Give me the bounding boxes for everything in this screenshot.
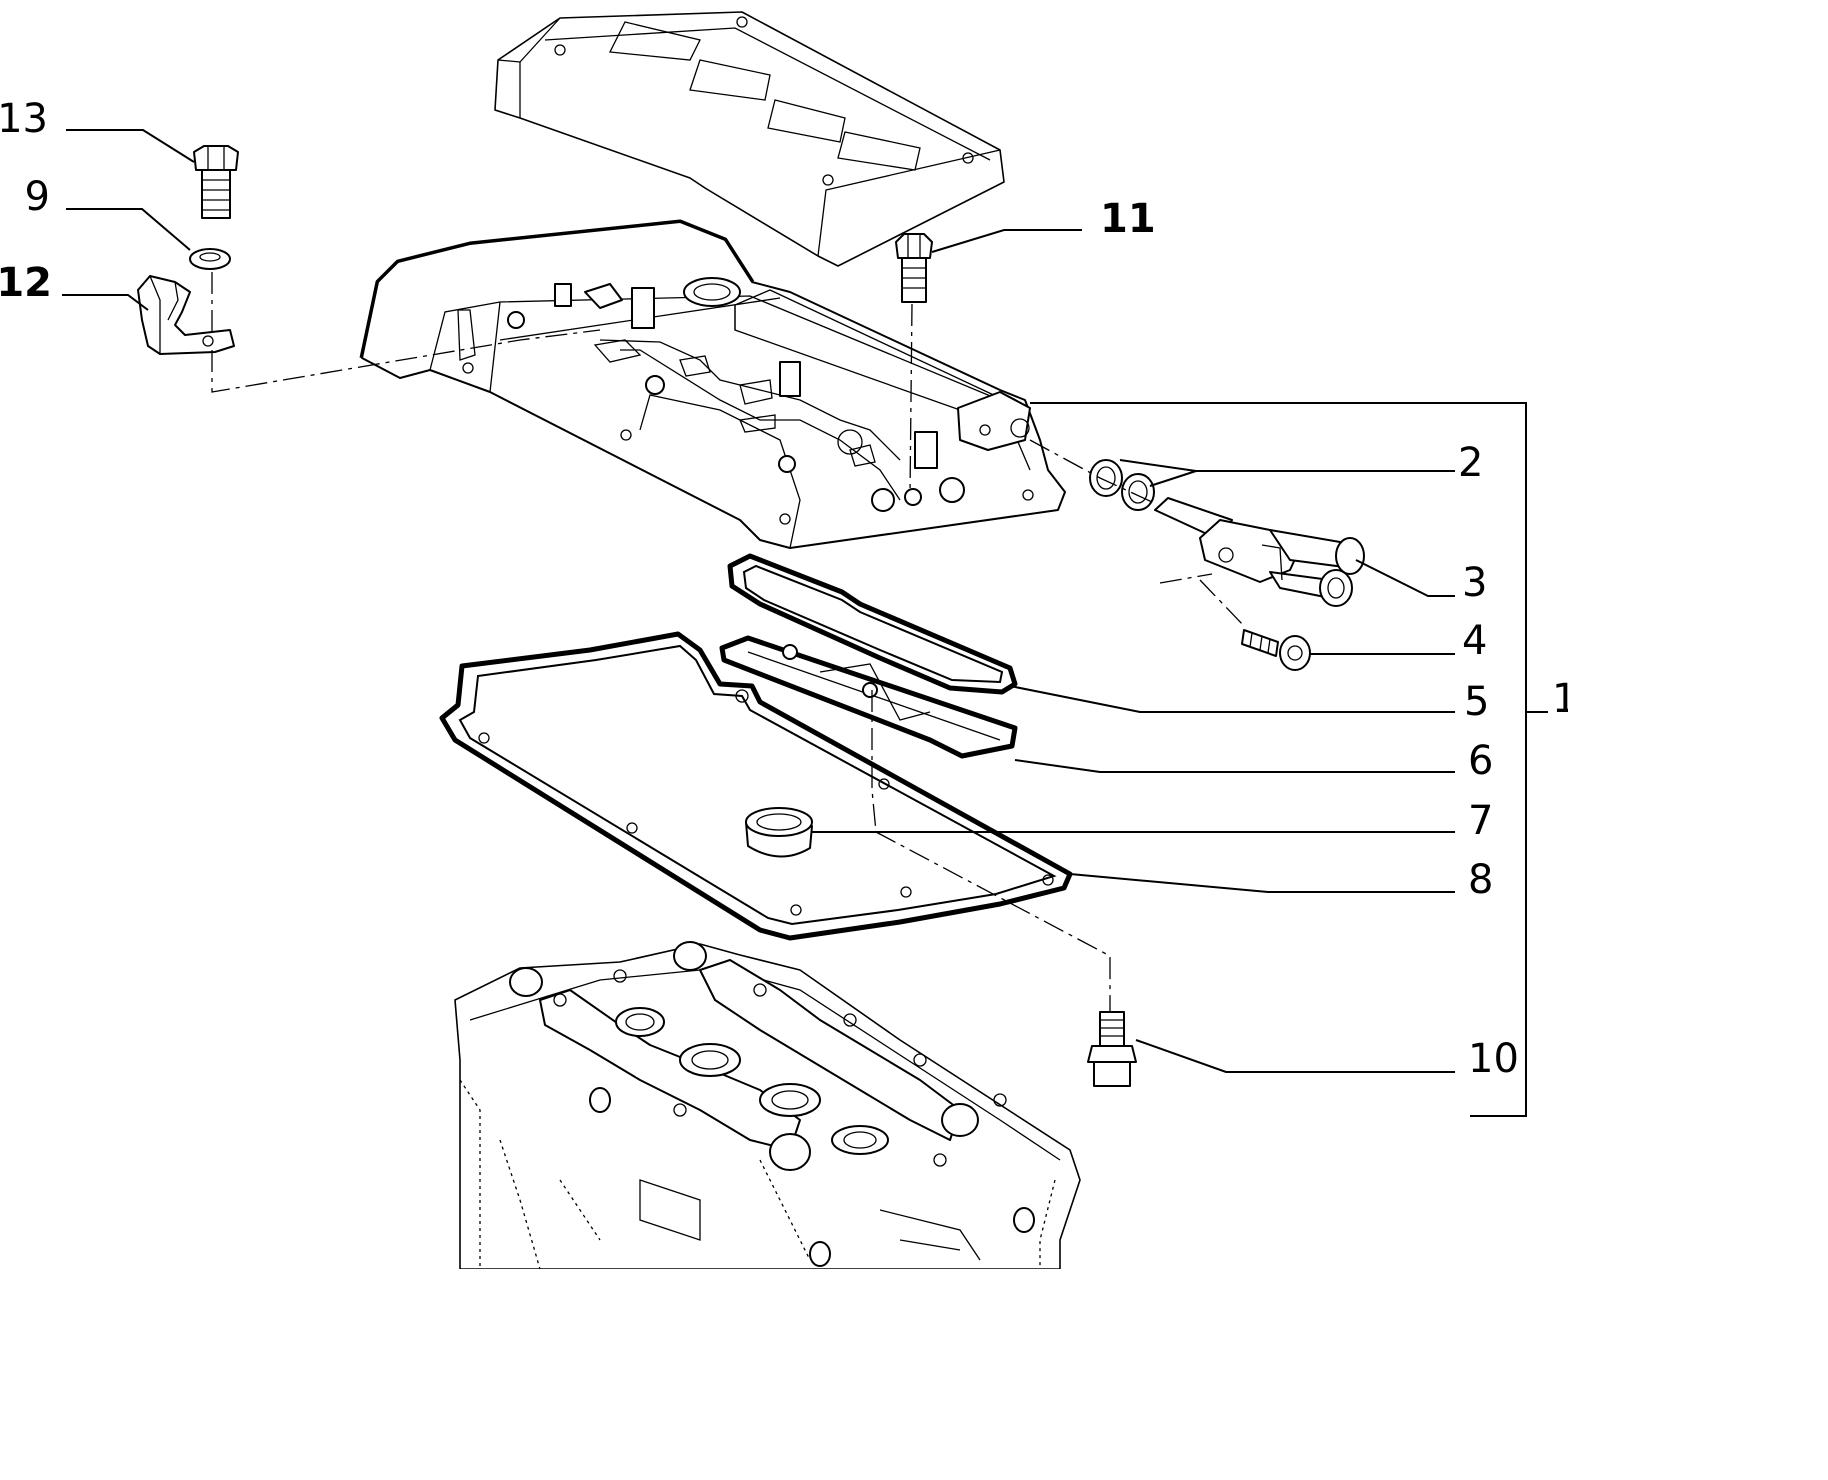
bolt-13 <box>193 145 239 219</box>
callout-6: 6 <box>1468 738 1493 784</box>
screw-11 <box>895 233 933 303</box>
callout-11: 11 <box>1100 196 1156 242</box>
screw-4 <box>1241 629 1311 671</box>
bracket-12 <box>137 275 235 355</box>
callout-labels: 13 9 12 11 2 3 4 5 1 6 7 8 10 <box>0 96 1568 1082</box>
callout-7: 7 <box>1468 798 1493 844</box>
baffle-plate-6 <box>719 635 1018 759</box>
callout-5: 5 <box>1464 679 1489 725</box>
exploded-parts-diagram: 13 9 12 11 2 3 4 5 1 6 7 8 10 <box>0 11 1568 1269</box>
breather-fitting-3 <box>1154 497 1365 607</box>
cylinder-head-cover <box>359 219 1066 549</box>
callout-12: 12 <box>0 260 52 306</box>
callout-4: 4 <box>1462 618 1487 664</box>
gasket-8 <box>439 631 1073 941</box>
callout-9: 9 <box>25 174 50 220</box>
callout-13: 13 <box>0 96 48 142</box>
leader-lines <box>62 129 1455 1073</box>
engine-top-cover <box>494 11 1005 267</box>
callout-10: 10 <box>1468 1036 1519 1082</box>
callout-8: 8 <box>1468 857 1493 903</box>
assembly-bracket-1 <box>1030 402 1548 1117</box>
callout-1: 1 <box>1552 676 1568 722</box>
callout-2: 2 <box>1458 440 1483 486</box>
callout-3: 3 <box>1462 560 1487 606</box>
seal-7 <box>745 807 813 858</box>
cylinder-head <box>454 941 1081 1269</box>
washer-9 <box>189 248 231 270</box>
assembly-centerlines <box>211 272 1245 1012</box>
stud-10 <box>1087 1011 1137 1087</box>
o-rings-2 <box>1089 459 1155 511</box>
gasket-5 <box>727 553 1018 695</box>
diagram-canvas: 13 9 12 11 2 3 4 5 1 6 7 8 10 <box>0 11 1568 1269</box>
